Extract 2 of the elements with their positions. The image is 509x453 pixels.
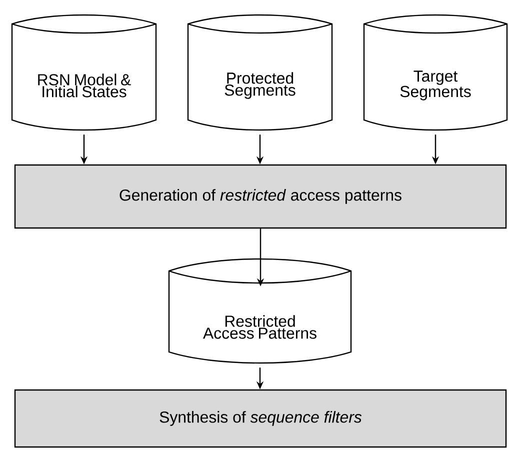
- process-box: Generation of restricted access patterns: [14, 164, 507, 229]
- process-box: Synthesis of sequence filters: [14, 389, 507, 448]
